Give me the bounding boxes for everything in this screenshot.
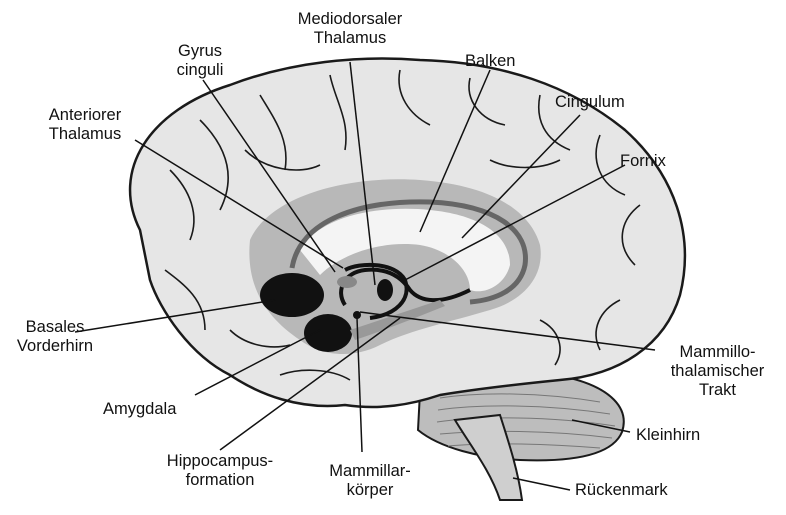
label-mammillothalamischer-trakt: Mammillo- thalamischer Trakt xyxy=(660,343,775,400)
amygdala-structure xyxy=(304,314,352,352)
label-mammillarkoerper: Mammillar- körper xyxy=(315,462,425,500)
label-rueckenmark: Rückenmark xyxy=(575,481,668,500)
mammillary-body xyxy=(353,311,361,319)
label-hippocampusformation: Hippocampus- formation xyxy=(160,452,280,490)
anterior-thalamus-nucleus xyxy=(337,276,357,288)
basal-forebrain xyxy=(260,273,324,317)
label-anteriorer-thalamus: Anteriorer Thalamus xyxy=(30,106,140,144)
label-fornix: Fornix xyxy=(620,152,666,171)
label-mediodorsaler-thalamus: Mediodorsaler Thalamus xyxy=(275,10,425,48)
label-kleinhirn: Kleinhirn xyxy=(636,426,700,445)
label-gyrus-cinguli: Gyrus cinguli xyxy=(150,42,250,80)
label-basales-vorderhirn: Basales Vorderhirn xyxy=(5,318,105,356)
label-cingulum: Cingulum xyxy=(555,93,625,112)
label-amygdala: Amygdala xyxy=(103,400,176,419)
label-balken: Balken xyxy=(465,52,515,71)
mediodorsal-thalamus-nucleus xyxy=(377,279,393,301)
